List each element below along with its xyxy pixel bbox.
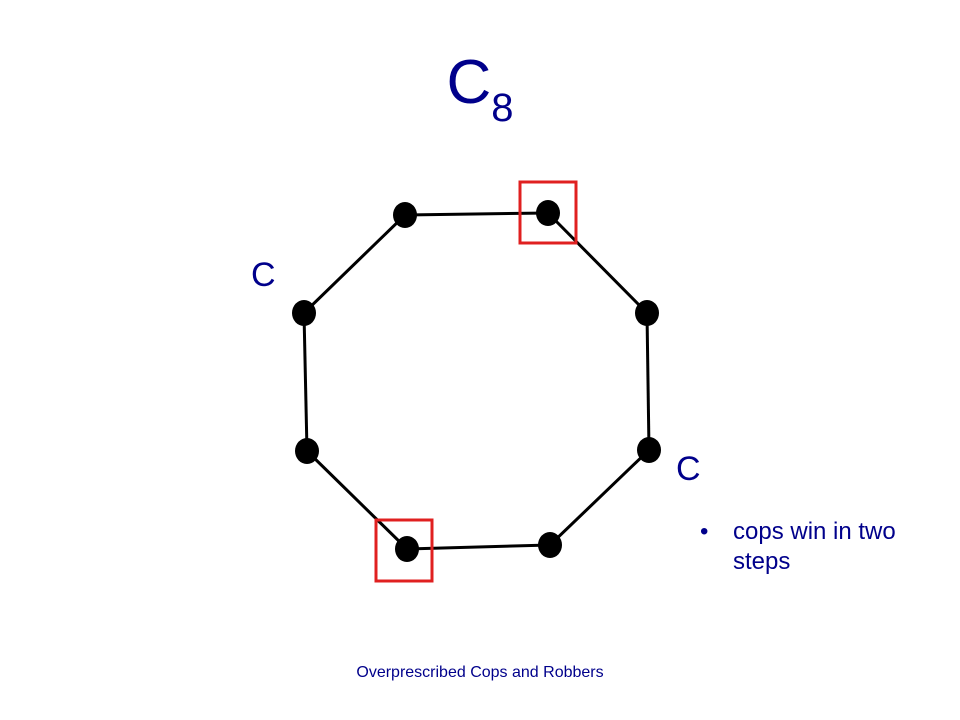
vertex[interactable]	[395, 536, 419, 562]
edge	[406, 543, 551, 551]
edge	[404, 211, 549, 217]
list-item: • cops win in two steps	[700, 517, 903, 577]
graph-nodes	[292, 200, 661, 562]
edge	[645, 312, 651, 451]
vertex[interactable]	[637, 437, 661, 463]
edge	[302, 213, 407, 315]
bullet-icon: •	[700, 518, 709, 545]
vertex[interactable]	[292, 300, 316, 326]
graph-edges	[302, 211, 651, 551]
vertex[interactable]	[536, 200, 560, 226]
vertex[interactable]	[393, 202, 417, 228]
vertex[interactable]	[295, 438, 319, 464]
highlight-boxes	[374, 180, 578, 583]
edge	[546, 211, 649, 315]
highlight-box-bottom	[374, 518, 434, 583]
highlight-box-top	[518, 180, 578, 245]
title-base: C	[446, 48, 492, 117]
vertex[interactable]	[635, 300, 659, 326]
cop-label-left: C	[251, 256, 276, 294]
title-subscript: 8	[491, 86, 514, 130]
edge	[548, 448, 651, 547]
footer-text: Overprescribed Cops and Robbers	[356, 664, 604, 681]
bullet-list: • cops win in two steps	[700, 517, 903, 577]
vertex[interactable]	[538, 532, 562, 558]
bullet-text: cops win in two steps	[733, 518, 896, 575]
cop-label-right: C	[676, 450, 701, 488]
edge	[302, 312, 309, 452]
slide-title: C8	[0, 52, 960, 129]
edge	[305, 449, 409, 551]
